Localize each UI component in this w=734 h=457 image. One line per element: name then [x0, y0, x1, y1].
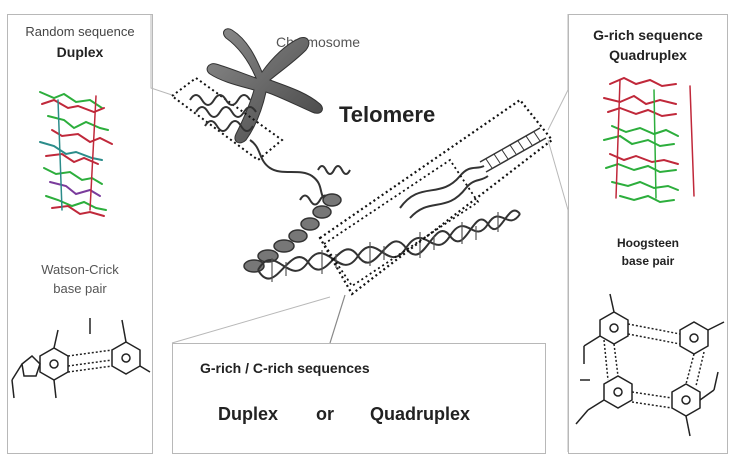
telomere-zoom-box-outer — [320, 100, 552, 294]
telomere-zoom-box-inner — [324, 160, 478, 286]
telomere-tail — [400, 128, 546, 218]
box-connector — [330, 295, 345, 343]
duplex-molecule-icon — [40, 92, 112, 216]
right-panel-connector-lower — [548, 140, 568, 452]
box-connector-2 — [172, 297, 330, 343]
dna-double-helix — [258, 211, 520, 282]
left-panel-connector — [151, 14, 175, 96]
quadruplex-molecule-icon — [604, 78, 694, 202]
chromosome-icon — [207, 29, 322, 143]
right-panel-connector — [548, 14, 568, 130]
hoogsteen-structure-icon — [576, 294, 724, 436]
watson-crick-structure-icon — [12, 318, 150, 398]
